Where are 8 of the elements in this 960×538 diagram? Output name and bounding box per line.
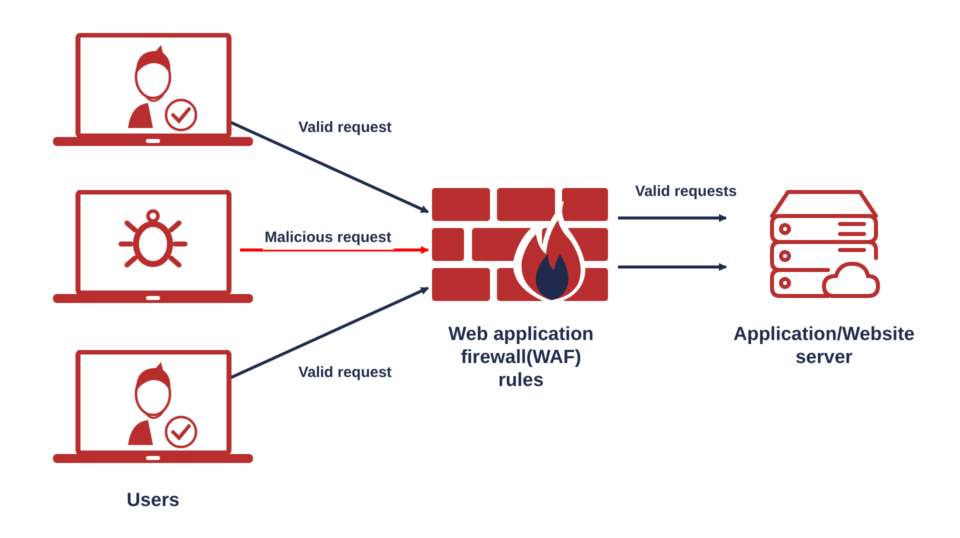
- arrow: [618, 263, 727, 271]
- node-label: Application/Website server: [732, 324, 916, 370]
- node-label: Web application firewall(WAF) rules: [447, 324, 595, 392]
- arrow: [618, 214, 727, 222]
- arrow: [229, 120, 429, 214]
- group-label: Users: [126, 489, 180, 513]
- arrow: [229, 286, 429, 380]
- arrow: [240, 246, 429, 254]
